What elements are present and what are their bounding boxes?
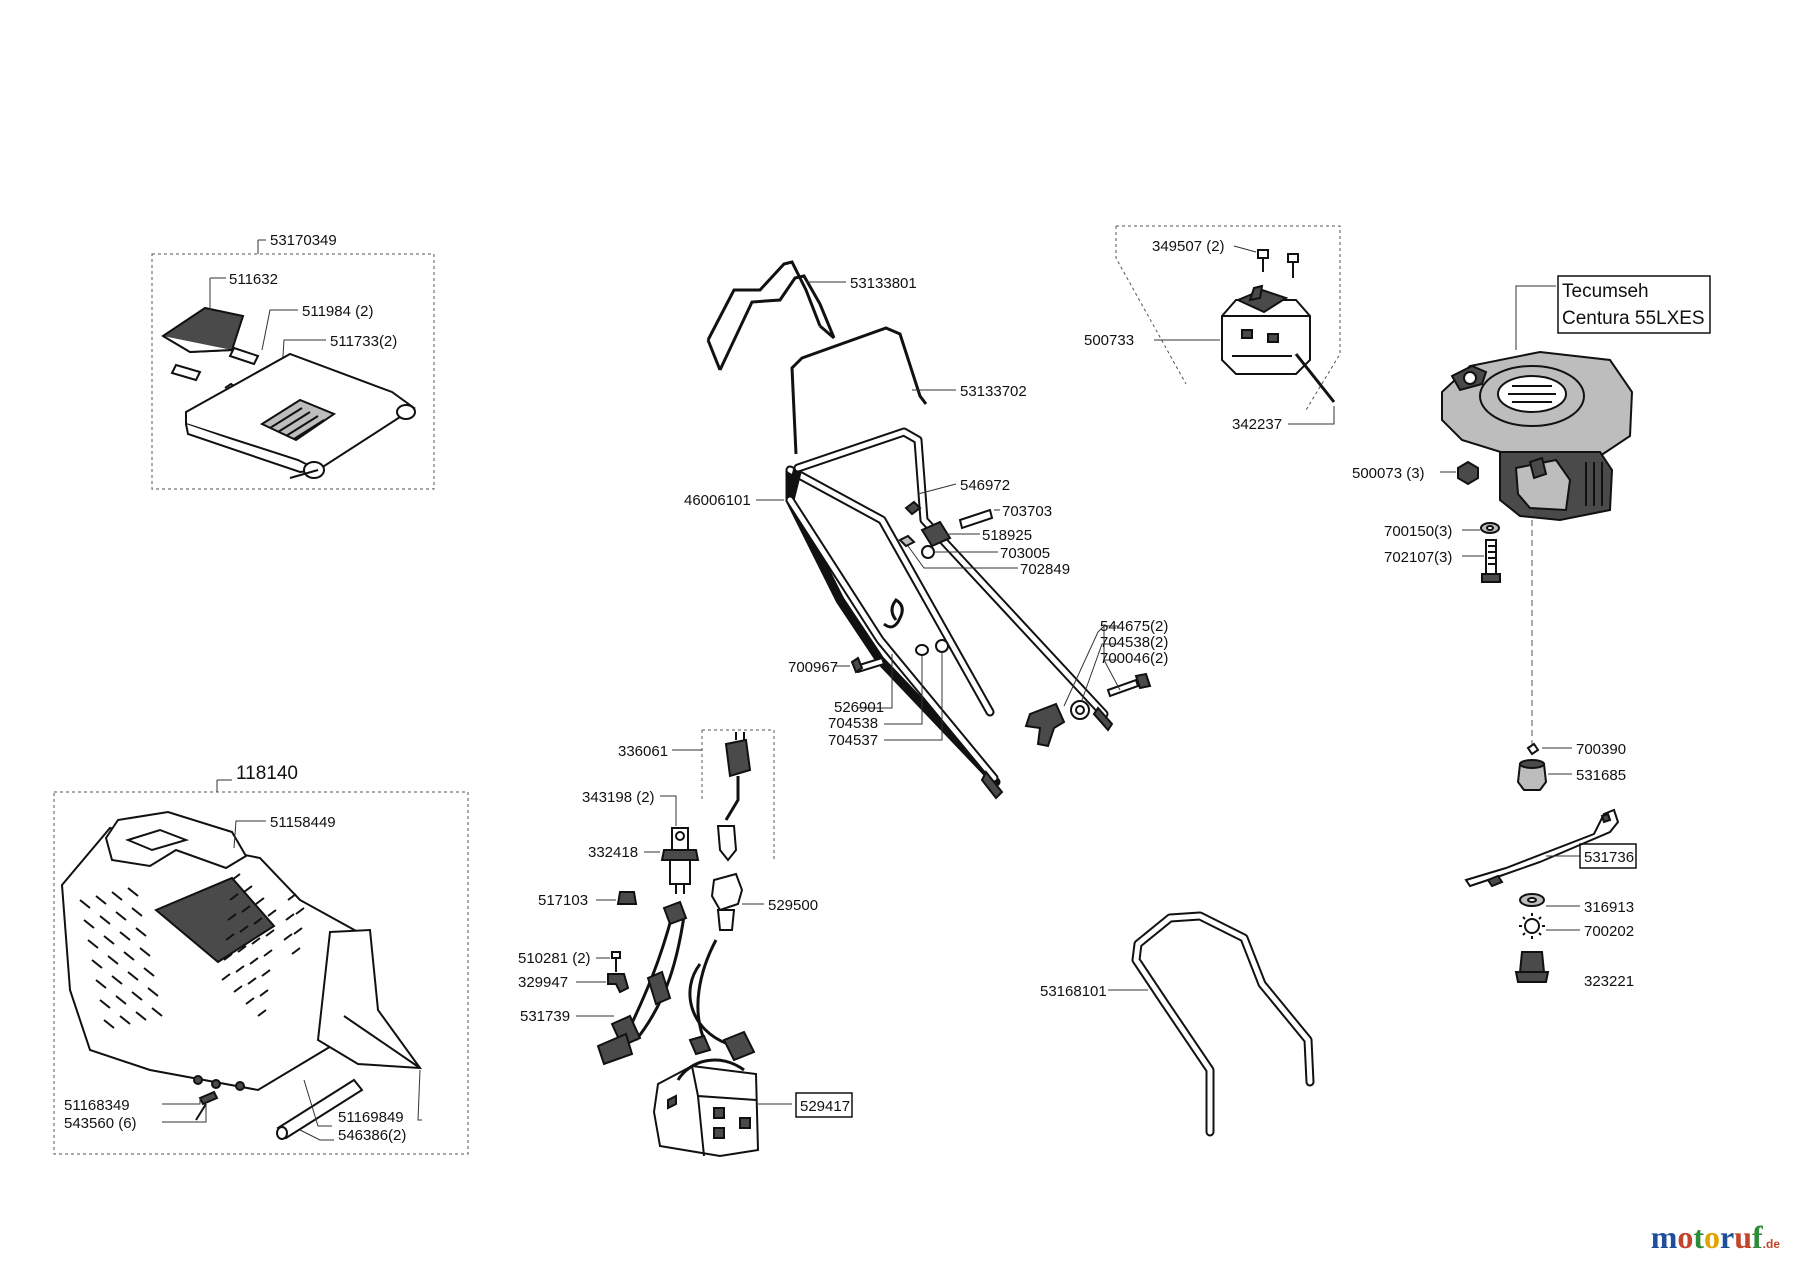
callout-46006101: 46006101: [684, 492, 751, 509]
logo-letter: o: [1704, 1219, 1720, 1255]
callout-500073: 500073 (3): [1352, 465, 1425, 482]
lower-handle-group: 53168101: [1040, 911, 1315, 1137]
callout-342237: 342237: [1232, 416, 1282, 433]
callout-51168349: 51168349: [64, 1097, 130, 1114]
callout-544675: 544675(2): [1100, 618, 1168, 635]
callout-526901: 526901: [834, 699, 884, 716]
callout-349507: 349507 (2): [1152, 238, 1225, 255]
callout-511632: 511632: [229, 271, 278, 288]
engine-group: Tecumseh Centura 55LXES 500073 (3) 70015…: [1352, 275, 1711, 990]
callout-700202: 700202: [1584, 923, 1634, 940]
callout-511733: 511733(2): [330, 333, 397, 350]
callout-543560: 543560 (6): [64, 1115, 137, 1132]
throttle-control-group: 349507 (2) 500733 342237: [1084, 225, 1341, 433]
callout-704537: 704537: [828, 732, 878, 749]
callout-700150: 700150(3): [1384, 523, 1452, 540]
callout-704538-2: 704538(2): [1100, 634, 1168, 651]
logo-letter: m: [1650, 1219, 1678, 1255]
callout-704538: 704538: [828, 715, 878, 732]
callout-118140: 118140: [236, 763, 298, 784]
callout-529500: 529500: [768, 897, 818, 914]
callout-53168101: 53168101: [1040, 983, 1107, 1000]
callout-51158449: 51158449: [270, 814, 336, 831]
logo-letter: o: [1677, 1219, 1694, 1255]
grille-pattern: [79, 873, 305, 1029]
callout-529417: 529417: [800, 1098, 850, 1115]
engine-label-line2: Centura 55LXES: [1562, 308, 1705, 329]
logo-letter: f: [1752, 1219, 1763, 1255]
callout-531685: 531685: [1576, 767, 1626, 784]
callout-546972: 546972: [960, 477, 1010, 494]
main-handle-group: 46006101 546972 703703 518925 703005 702…: [684, 427, 1168, 800]
callout-703703: 703703: [1002, 503, 1052, 520]
callout-53170349: 53170349: [270, 232, 337, 249]
engine-label-box: [1557, 275, 1711, 334]
callout-517103: 517103: [538, 892, 588, 909]
callout-518925: 518925: [982, 527, 1032, 544]
callout-500733: 500733: [1084, 332, 1134, 349]
engine-label-line1: Tecumseh: [1562, 281, 1649, 302]
callout-700390: 700390: [1576, 741, 1626, 758]
grass-box-body-part: [60, 826, 359, 1092]
callout-336061: 336061: [618, 743, 668, 760]
callout-316913: 316913: [1584, 899, 1634, 916]
callout-329947: 329947: [518, 974, 568, 991]
callout-702849: 702849: [1020, 561, 1070, 578]
callout-510281: 510281 (2): [518, 950, 591, 967]
electrical-group: 336061 343198 (2) 332418 517103 529500 5…: [518, 729, 853, 1158]
callout-343198: 343198 (2): [582, 789, 655, 806]
callout-53133702: 53133702: [960, 383, 1027, 400]
callout-531736: 531736: [1584, 849, 1634, 866]
callout-702107: 702107(3): [1384, 549, 1452, 566]
callout-53133801: 53133801: [850, 275, 917, 292]
callout-511984: 511984 (2): [302, 303, 373, 320]
logo-suffix: .de: [1762, 1237, 1780, 1251]
lid-assembly-group: 53170349 511632 511984 (2) 511733(2): [151, 232, 435, 490]
logo-letter: r: [1720, 1219, 1735, 1255]
upper-handle-group: 53133801 53133702: [706, 260, 1027, 455]
callout-700046: 700046(2): [1100, 650, 1168, 667]
callout-332418: 332418: [588, 844, 638, 861]
callout-703005: 703005: [1000, 545, 1050, 562]
blade-part: [1464, 808, 1620, 888]
callout-546386: 546386(2): [338, 1127, 406, 1144]
callout-51169849: 51169849: [338, 1109, 404, 1126]
callout-700967: 700967: [788, 659, 838, 676]
motoruf-logo: motoruf.de: [1651, 1219, 1780, 1256]
logo-letter: u: [1734, 1219, 1752, 1255]
grass-box-group: 118140 51158449 51168349 543560 (6): [53, 763, 469, 1155]
callout-531739: 531739: [520, 1008, 570, 1025]
logo-letter: t: [1693, 1219, 1704, 1255]
callout-323221: 323221: [1584, 973, 1634, 990]
